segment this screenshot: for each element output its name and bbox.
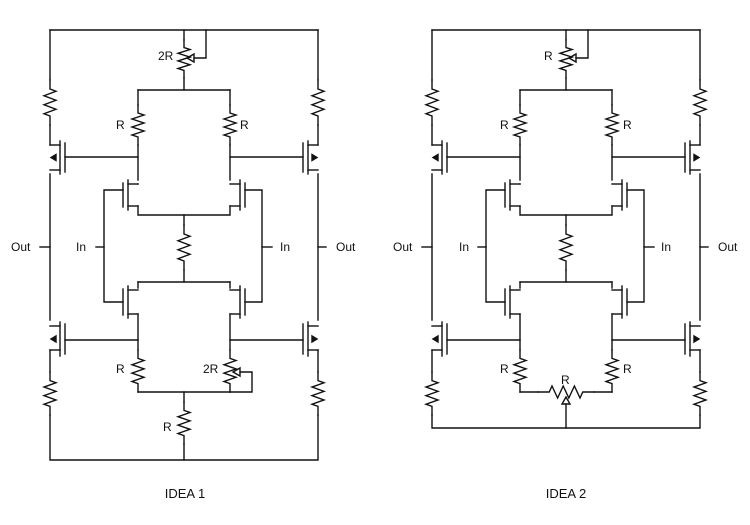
wire [575, 29, 589, 59]
resistor-icon [557, 39, 575, 79]
wire [626, 189, 645, 303]
label-out-left: Out [393, 240, 413, 254]
resistor-icon [175, 401, 193, 445]
wire [244, 189, 263, 303]
label-r-lower-left: R [116, 362, 125, 376]
wire [193, 29, 207, 59]
label-r-upper-left: R [500, 118, 509, 132]
body-diode-icon [693, 334, 701, 344]
resistor-icon [42, 79, 58, 126]
wiper-arrow-icon [567, 52, 577, 64]
label-trim-bottom: R [561, 373, 570, 387]
wire [519, 205, 613, 216]
resistor-icon [692, 79, 708, 126]
body-diode-icon [311, 334, 319, 344]
wire [49, 414, 319, 461]
wire [229, 371, 253, 393]
label-in-right: In [661, 240, 671, 254]
caption-idea-2: IDEA 2 [546, 486, 586, 501]
label-r-lower-left: R [500, 362, 509, 376]
resistor-icon [129, 104, 147, 146]
label-r-upper-left: R [116, 118, 125, 132]
label-out-right: Out [718, 240, 738, 254]
body-diode-icon [49, 153, 57, 162]
resistor-icon [41, 371, 59, 416]
body-diode-icon [431, 334, 439, 344]
body-diode-icon [311, 153, 319, 162]
resistor-icon [424, 79, 440, 126]
caption-idea-1: IDEA 1 [165, 486, 205, 501]
label-r-tail: R [163, 420, 172, 434]
resistor-icon [309, 371, 327, 416]
resistor-icon [310, 79, 326, 126]
label-out-left: Out [11, 240, 31, 254]
wiper-arrow-icon [185, 52, 195, 64]
label-r-upper-right: R [240, 118, 249, 132]
label-in-left: In [76, 240, 86, 254]
label-in-right: In [280, 240, 290, 254]
label-trim-top: 2R [158, 49, 174, 63]
resistor-icon [537, 384, 595, 400]
resistor-icon [129, 349, 147, 393]
circuit-idea-2 [421, 29, 709, 429]
resistor-icon [603, 104, 621, 146]
wire [431, 414, 701, 429]
resistor-icon [175, 39, 193, 79]
label-out-right: Out [336, 240, 356, 254]
resistor-icon [423, 371, 441, 416]
body-diode-icon [49, 334, 57, 344]
resistor-icon [221, 104, 239, 146]
label-trim-lower-right: 2R [203, 362, 219, 376]
wire [137, 205, 231, 216]
body-diode-icon [431, 153, 439, 162]
resistor-icon [691, 371, 709, 416]
label-trim-top: R [544, 49, 553, 63]
label-r-lower-right: R [623, 362, 632, 376]
resistor-icon [221, 349, 239, 393]
circuit-idea-1 [39, 29, 327, 461]
wire [485, 189, 506, 303]
wire [103, 189, 124, 303]
resistor-icon [511, 104, 529, 146]
label-r-upper-right: R [623, 118, 632, 132]
resistor-icon [511, 349, 529, 393]
label-in-left: In [459, 240, 469, 254]
resistor-icon [603, 349, 621, 393]
resistor-icon [558, 224, 574, 271]
body-diode-icon [693, 153, 701, 162]
resistor-icon [176, 224, 192, 271]
